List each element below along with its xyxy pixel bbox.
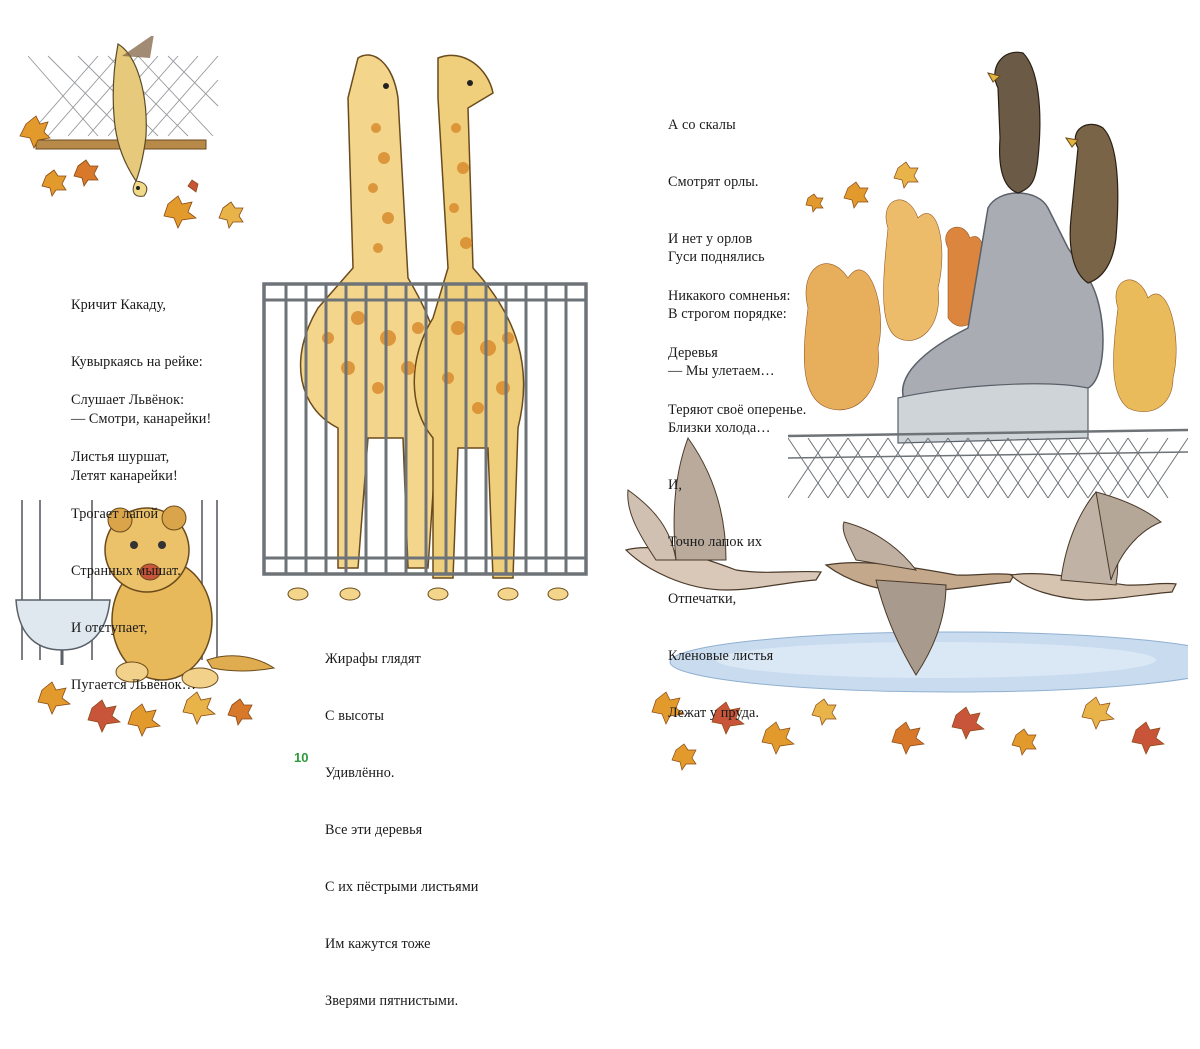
- cage-bars: [262, 282, 588, 576]
- verse-line: Странных мышат.: [71, 563, 181, 579]
- verse-line: Смотрят орлы.: [668, 174, 759, 190]
- verse-line: В строгом порядке:: [668, 306, 787, 322]
- verse-line: И отступает,: [71, 620, 148, 636]
- verse-line: Летят канарейки!: [71, 468, 178, 484]
- verse-line: Кричит Какаду,: [71, 297, 167, 313]
- verse-line: С их пёстрыми листьями: [325, 879, 479, 895]
- verse-cockatoo: Кричит Какаду, Кувыркаясь на рейке: — См…: [71, 258, 211, 524]
- verse-line: Жирафы глядят: [325, 651, 421, 667]
- verse-line: И,: [668, 477, 682, 493]
- book-spread: Кричит Какаду, Кувыркаясь на рейке: — См…: [15, 36, 1188, 1009]
- verse-line: Листья шуршат,: [71, 449, 170, 465]
- verse-line: С высоты: [325, 708, 384, 724]
- verse-giraffes: Жирафы глядят С высоты Удивлённо. Все эт…: [325, 612, 478, 1049]
- verse-line: И нет у орлов: [668, 231, 753, 247]
- verse-line: А со скалы: [668, 117, 736, 133]
- verse-line: Лежат у пруда.: [668, 705, 760, 721]
- verse-line: Никакого сомненья:: [668, 288, 791, 304]
- verse-line: Точно лапок их: [668, 534, 763, 550]
- verse-line: Трогает лапой: [71, 506, 159, 522]
- page-number: 10: [294, 750, 309, 765]
- verse-line: Кленовые листья: [668, 648, 774, 664]
- verse-line: Гуси поднялись: [668, 249, 765, 265]
- eagles-illustration: [788, 51, 1188, 499]
- verse-line: — Мы улетаем…: [668, 363, 775, 379]
- verse-line: Кувыркаясь на рейке:: [71, 354, 203, 370]
- verse-line: — Смотри, канарейки!: [71, 411, 212, 427]
- verse-line: Пугается Львёнок…: [71, 677, 197, 693]
- verse-line: Все эти деревья: [325, 822, 423, 838]
- verse-line: Зверями пятнистыми.: [325, 993, 459, 1009]
- geese-illustration: [624, 436, 1188, 771]
- verse-line: Слушает Львёнок:: [71, 392, 185, 408]
- verse-geese: Гуси поднялись В строгом порядке: — Мы у…: [668, 210, 787, 761]
- verse-eagles: А со скалы Смотрят орлы. И нет у орлов Н…: [668, 78, 806, 458]
- verse-line: Отпечатки,: [668, 591, 737, 607]
- verse-line: Им кажутся тоже: [325, 936, 431, 952]
- verse-line: Деревья: [668, 345, 718, 361]
- falling-leaves: [19, 115, 244, 229]
- verse-line: Близки холода…: [668, 420, 771, 436]
- verse-line: Теряют своё оперенье.: [668, 402, 807, 418]
- lion-cub-illustration: [15, 500, 276, 737]
- cockatoo-illustration: [19, 36, 244, 229]
- verse-line: Удивлённо.: [325, 765, 395, 781]
- giraffes-illustration: [262, 54, 588, 601]
- verse-lion: Слушает Львёнок: Листья шуршат, Трогает …: [71, 353, 196, 733]
